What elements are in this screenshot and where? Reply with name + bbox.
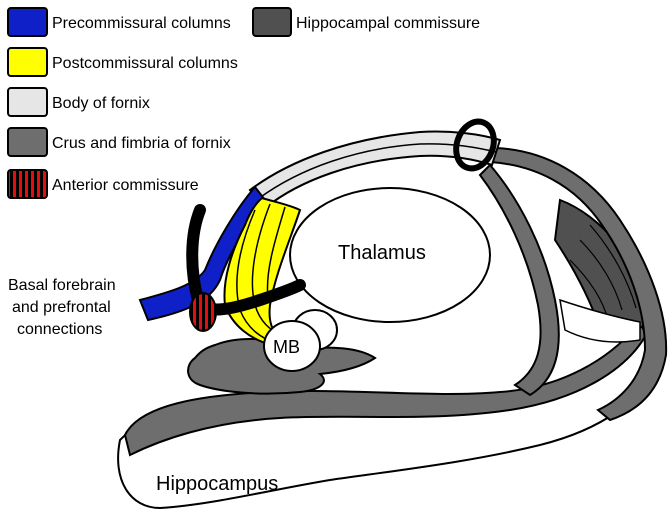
basal-forebrain-label-3: connections xyxy=(17,321,102,338)
hippocampus-label: Hippocampus xyxy=(156,473,278,495)
legend: Precommissural columns Hippocampal commi… xyxy=(8,8,480,198)
anterior-commissure-striped xyxy=(190,293,216,331)
legend-swatch-precommissural xyxy=(8,8,47,36)
legend-swatch-body-of-fornix xyxy=(8,88,47,116)
legend-swatch-hippocampal-commissure xyxy=(253,8,291,36)
legend-swatch-anterior-commissure xyxy=(8,170,47,198)
basal-forebrain-label-2: and prefrontal xyxy=(12,299,111,316)
legend-swatch-postcommissural xyxy=(8,48,47,76)
crus-fimbria-inner xyxy=(480,165,559,395)
legend-label-anterior-commissure: Anterior commissure xyxy=(52,177,199,194)
legend-swatch-crus-fimbria xyxy=(8,128,47,156)
basal-forebrain-label-1: Basal forebrain xyxy=(8,277,116,294)
legend-label-crus-fimbria: Crus and fimbria of fornix xyxy=(52,135,231,152)
legend-label-body-of-fornix: Body of fornix xyxy=(52,95,150,112)
legend-label-precommissural: Precommissural columns xyxy=(52,15,231,32)
mammillary-body-label: MB xyxy=(273,337,300,357)
thalamus-label: Thalamus xyxy=(338,242,426,264)
legend-label-postcommissural: Postcommissural columns xyxy=(52,55,238,72)
legend-label-hippocampal-commissure: Hippocampal commissure xyxy=(296,15,480,32)
